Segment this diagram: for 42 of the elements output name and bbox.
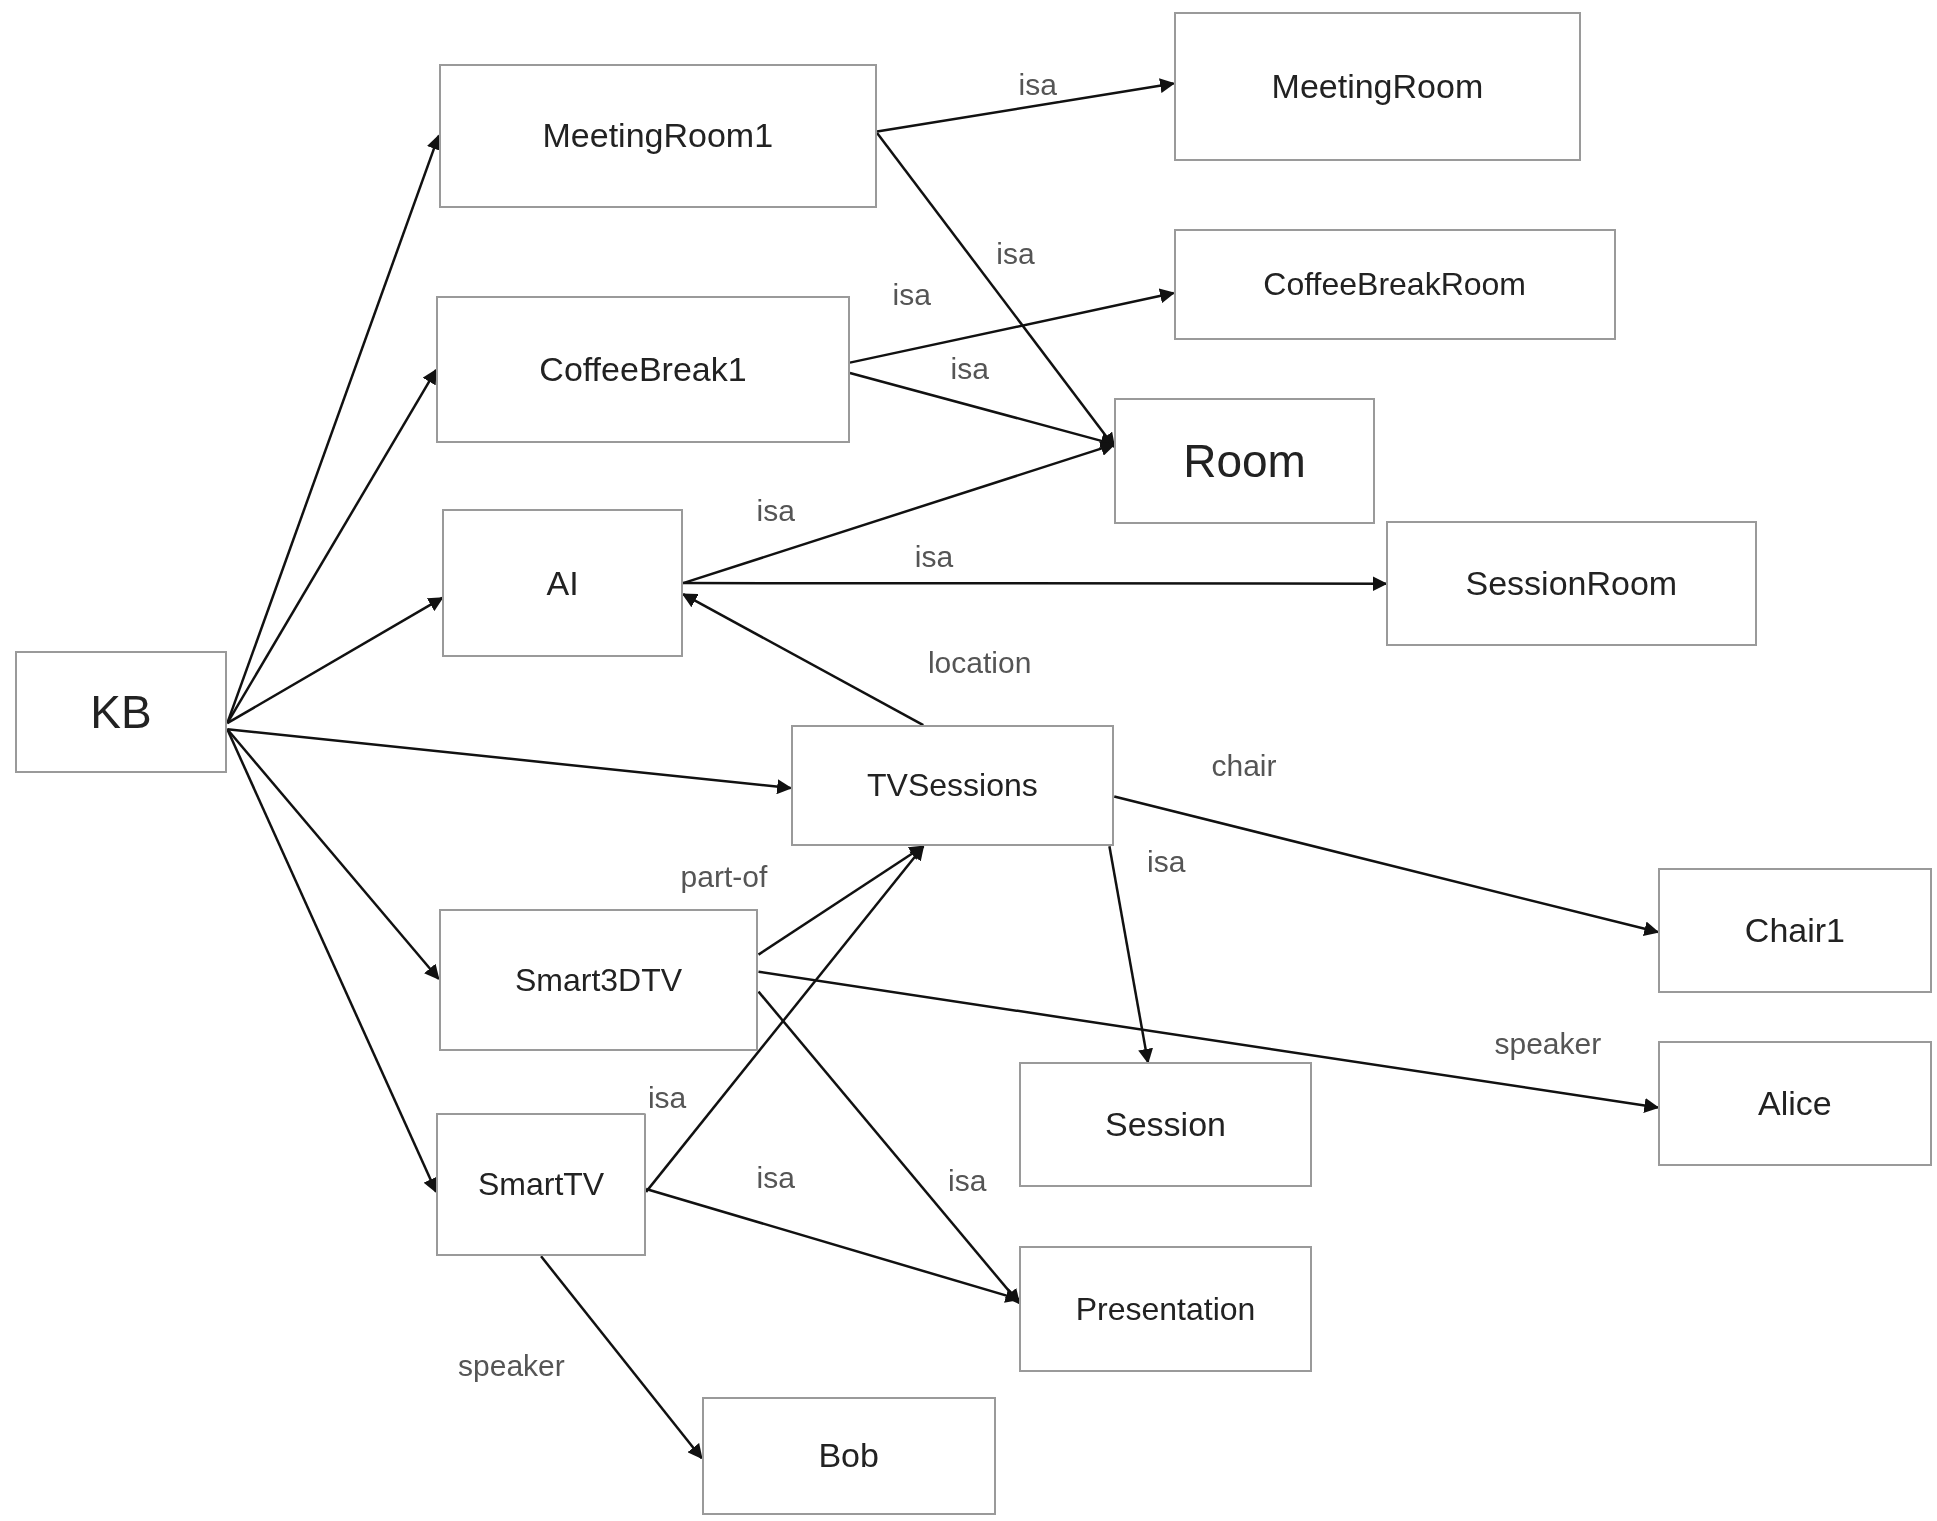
concept-box: [436, 1113, 647, 1257]
concept-box: [1173, 228, 1616, 340]
concept-box: [701, 1397, 996, 1515]
concept-box: [1386, 521, 1757, 647]
node-label: TVSessions: [867, 767, 1038, 805]
node-label: SessionRoom: [1465, 564, 1678, 604]
arrow: [645, 845, 925, 1193]
node-label: Alice: [1758, 1084, 1832, 1124]
arrow: [1108, 845, 1153, 1064]
concept-box: [1019, 1062, 1312, 1188]
node-label: MeetingRoom1: [542, 116, 774, 156]
concept-box: [438, 909, 759, 1052]
arrow: [876, 132, 1116, 449]
arrow: [757, 990, 1021, 1305]
node-label: Bob: [818, 1436, 879, 1476]
node-label: Chair1: [1744, 911, 1845, 951]
node-label: Session: [1105, 1105, 1226, 1145]
arrow: [540, 1255, 703, 1460]
concept-box: [1019, 1246, 1312, 1373]
node-label: AI: [546, 563, 579, 603]
concept-box: [436, 296, 850, 444]
node-label: Smart3DTV: [514, 961, 683, 999]
node-label: SmartTV: [477, 1166, 605, 1204]
node-label: MeetingRoom: [1271, 66, 1484, 106]
concept-box: [1657, 1041, 1933, 1167]
node-label: Room: [1183, 433, 1306, 488]
concept-box: [442, 508, 684, 658]
arrow: [226, 368, 438, 724]
concept-box: [438, 64, 878, 208]
concept-box: [1114, 397, 1375, 524]
concept-box: [1657, 868, 1933, 994]
node-label: CoffeeBreakRoom: [1263, 265, 1526, 303]
arrow: [226, 728, 440, 980]
arrow: [682, 441, 1116, 585]
concept-box: [14, 651, 228, 774]
node-label: Presentation: [1075, 1290, 1256, 1328]
arrow: [226, 596, 444, 725]
node-label: KB: [90, 685, 152, 740]
node-label: CoffeeBreak1: [539, 350, 747, 390]
arrow: [683, 576, 1388, 592]
concept-box: [790, 725, 1115, 847]
concept-box: [1173, 12, 1582, 161]
